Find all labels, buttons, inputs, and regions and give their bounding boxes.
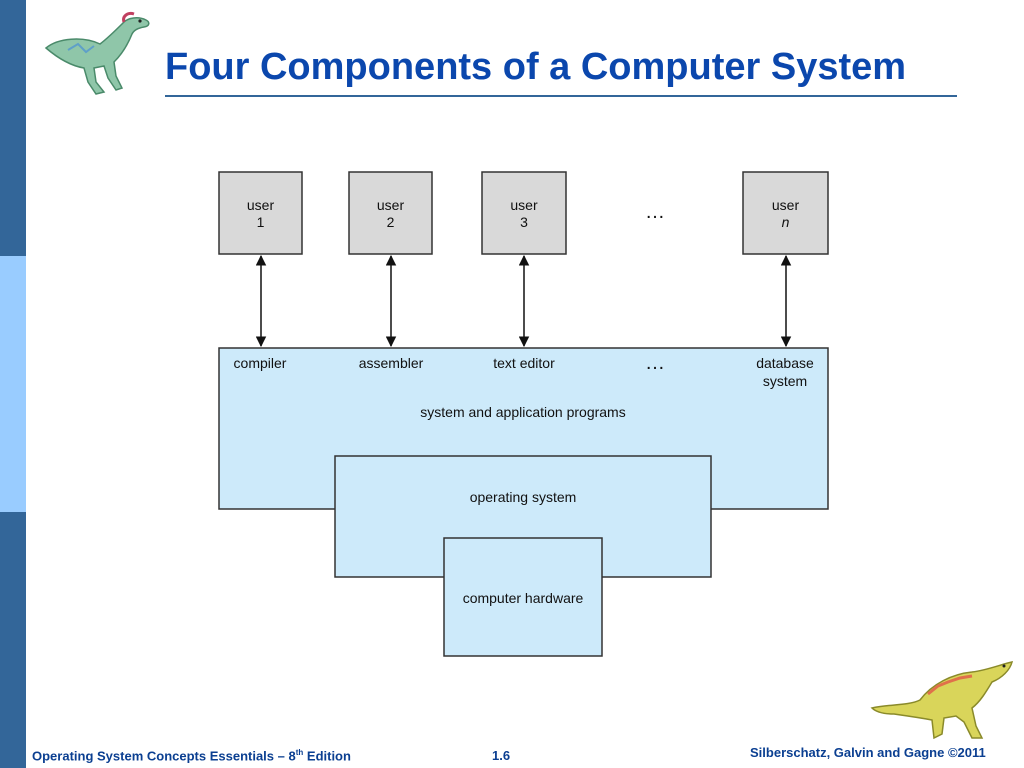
user-box-1: user 1 <box>218 171 303 255</box>
computer-hardware-layer: computer hardware <box>443 537 603 657</box>
footer-book-title: Operating System Concepts Essentials – 8… <box>32 748 351 763</box>
sidebar-band-bottom <box>0 512 26 768</box>
application-programs-label: system and application programs <box>420 404 625 420</box>
assembler-label: assembler <box>359 355 424 371</box>
user-1-label: user <box>247 197 275 213</box>
computer-hardware-label: computer hardware <box>463 590 584 606</box>
user-n-number: n <box>782 214 790 230</box>
dinosaur-footer-icon <box>870 661 1014 740</box>
programs-ellipsis: … <box>645 352 665 374</box>
left-sidebar <box>0 0 26 768</box>
user-box-3: user 3 <box>481 171 567 255</box>
operating-system-label: operating system <box>470 489 577 505</box>
footer-book-sup: th <box>295 748 304 757</box>
page-number: 1.6 <box>492 748 511 763</box>
database-system-label: system <box>763 373 807 389</box>
footer-book-text: Operating System Concepts Essentials – 8 <box>32 748 296 764</box>
footer-copyright: Silberschatz, Galvin and Gagne ©2011 <box>750 745 986 760</box>
sidebar-band-middle <box>0 256 26 512</box>
user-2-number: 2 <box>387 214 395 230</box>
user-3-number: 3 <box>520 214 528 230</box>
user-3-label: user <box>510 197 538 213</box>
user-1-number: 1 <box>257 214 265 230</box>
footer-book-suffix: Edition <box>303 748 351 764</box>
page-title: Four Components of a Computer System <box>165 46 907 88</box>
database-label: database <box>756 355 814 371</box>
compiler-label: compiler <box>234 355 287 371</box>
user-box-2: user 2 <box>348 171 433 255</box>
user-2-label: user <box>377 197 405 213</box>
user-box-n: user n <box>742 171 829 255</box>
dinosaur-logo-icon <box>44 12 150 95</box>
users-ellipsis: … <box>645 201 665 223</box>
title-underline <box>165 95 957 97</box>
sidebar-band-top <box>0 0 26 256</box>
user-n-label: user <box>772 197 800 213</box>
text-editor-label: text editor <box>493 355 555 371</box>
